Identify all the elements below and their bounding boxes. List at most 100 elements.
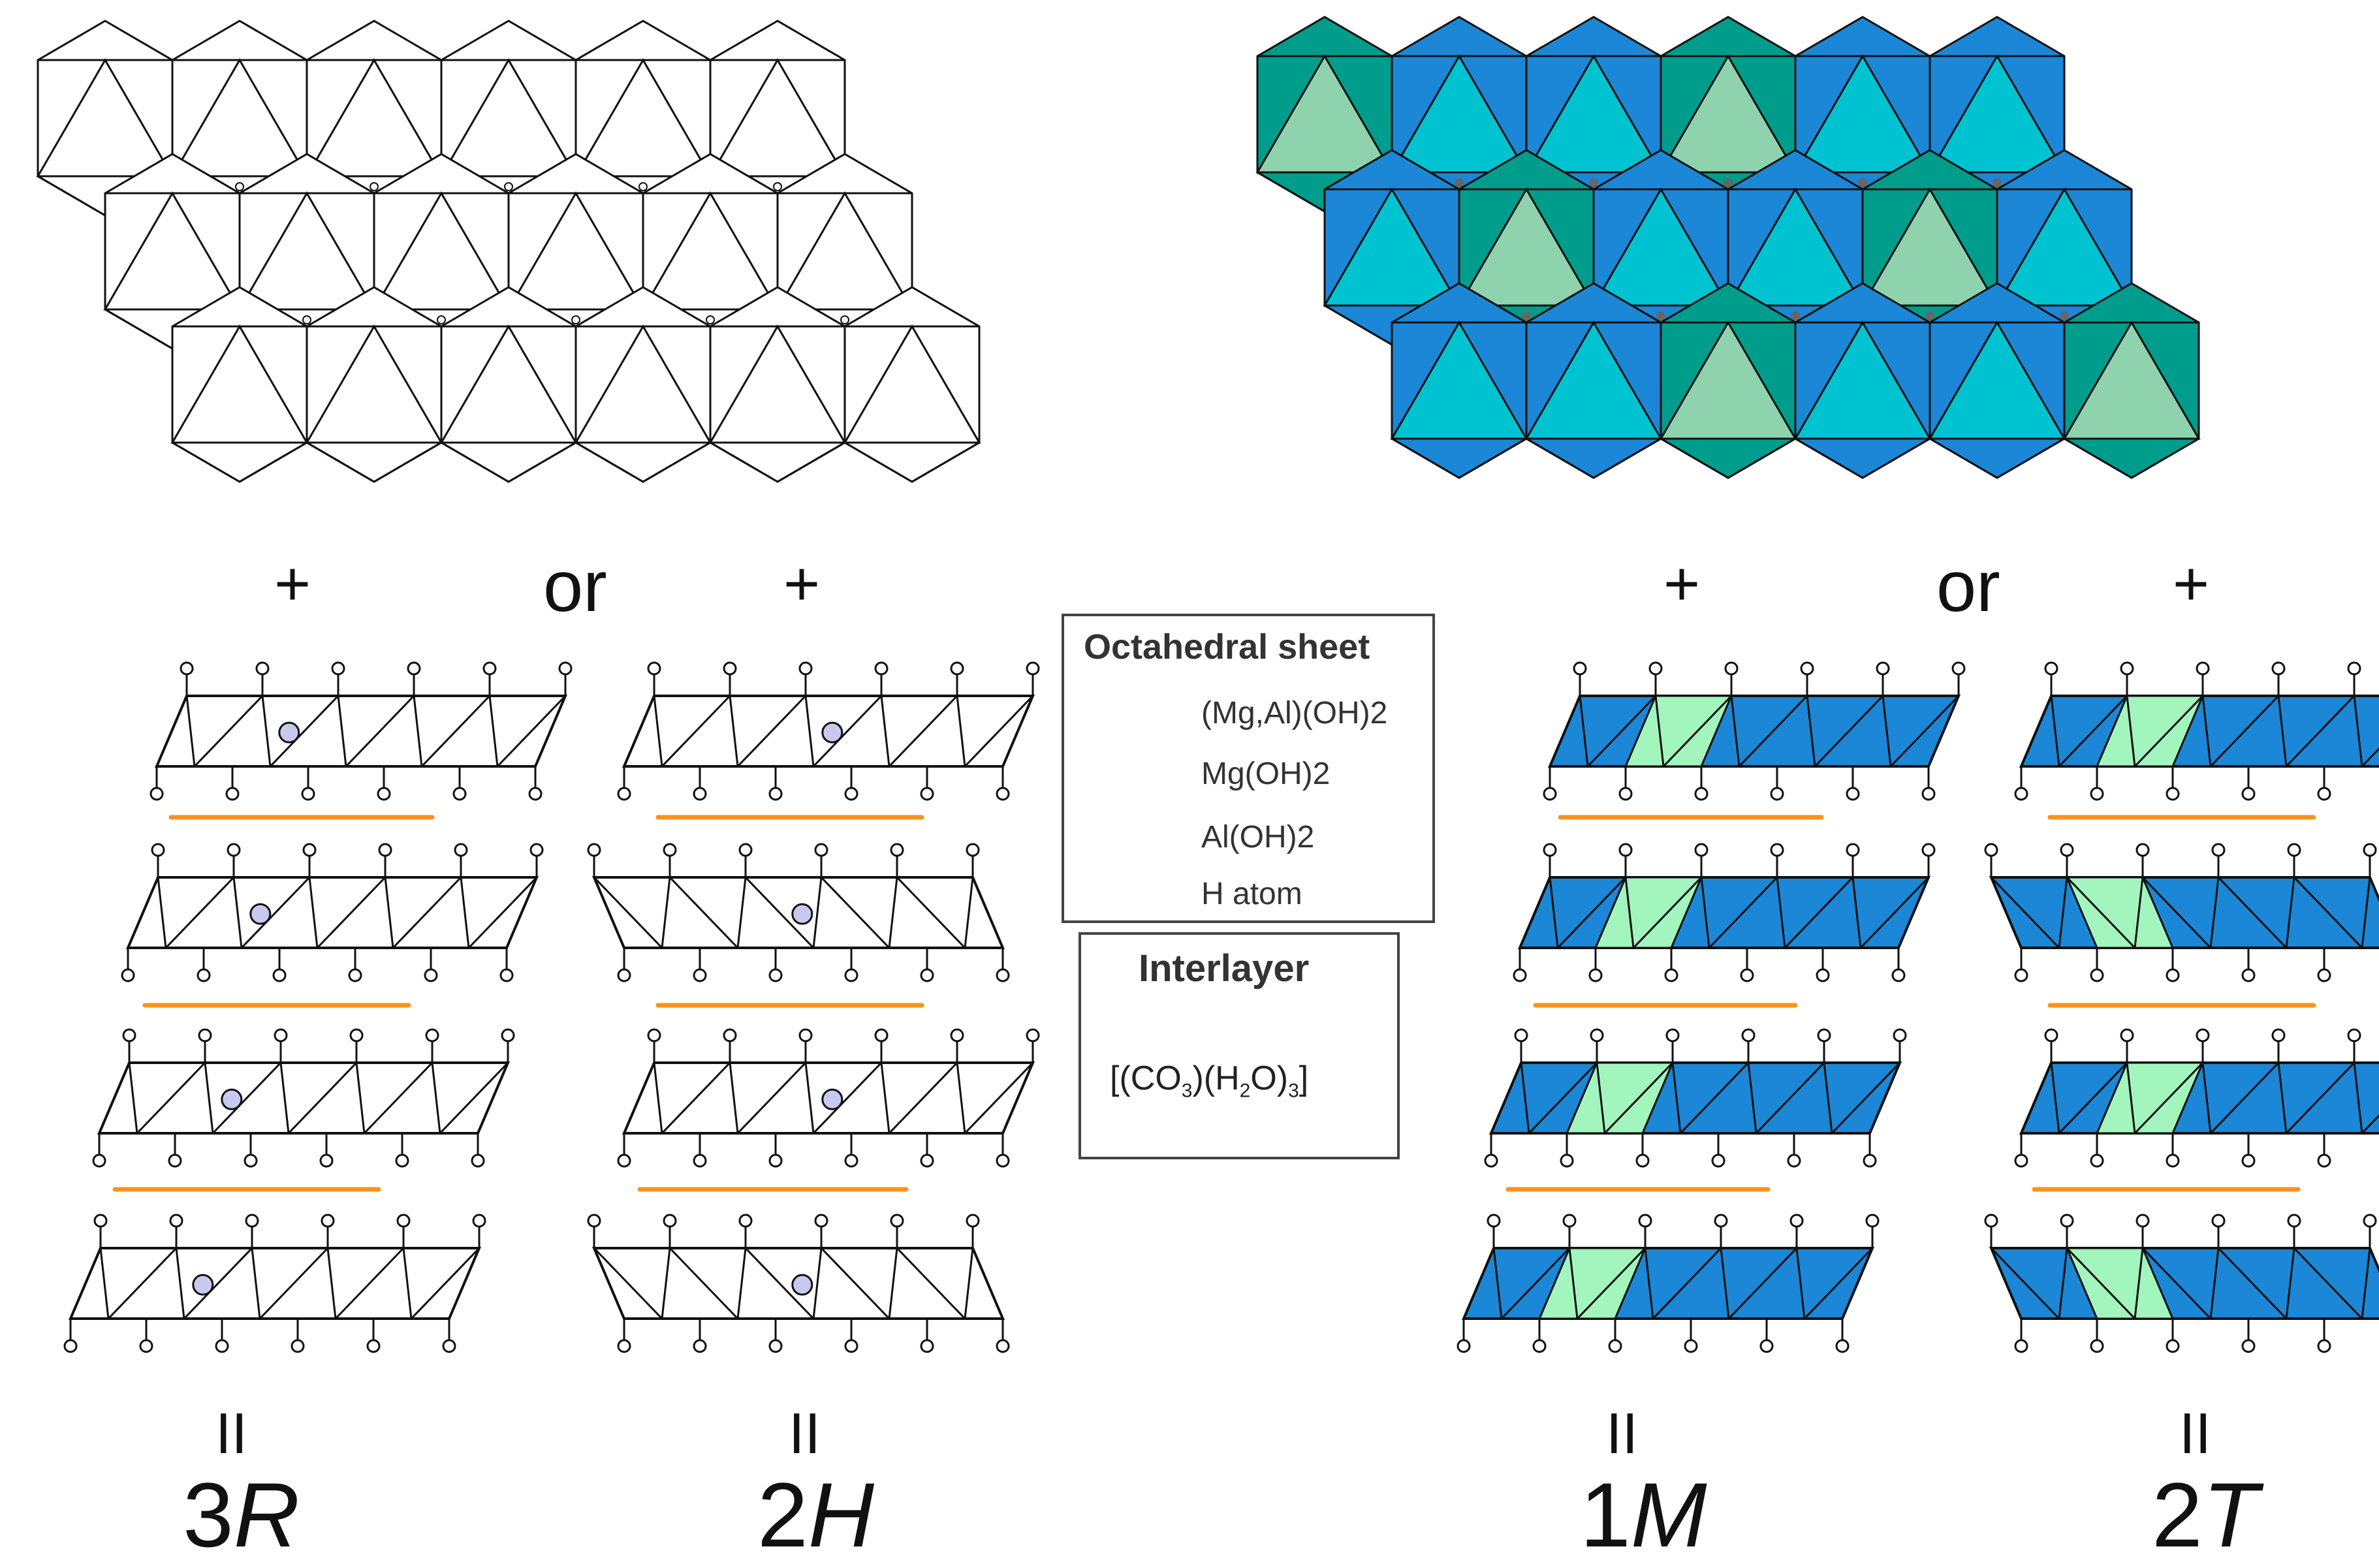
oh-atom — [93, 1214, 108, 1228]
octahedron-face — [2062, 321, 2201, 440]
layer-edge — [165, 876, 235, 949]
layer-edge — [2217, 876, 2288, 949]
oh-atom — [215, 1339, 229, 1353]
octahedron — [170, 286, 309, 483]
layer-edge — [661, 695, 731, 768]
oh-atom — [844, 787, 859, 801]
layer-edge — [431, 1062, 441, 1134]
oh-atom — [587, 1214, 601, 1228]
layer-edge — [964, 877, 974, 949]
layer-edge — [956, 1062, 966, 1134]
legend-item-h-label: H atom — [1201, 877, 1302, 911]
layer-edge — [2285, 877, 2295, 949]
layer-edge — [812, 1061, 883, 1135]
layer-edge — [812, 1247, 823, 1319]
layer-edge — [2209, 877, 2220, 949]
layer-edge — [2134, 877, 2144, 949]
oh-atom — [1487, 1214, 1501, 1228]
layer-edge — [439, 1061, 509, 1135]
oh-atom — [1951, 661, 1966, 676]
layer-edge — [661, 1061, 731, 1135]
octahedron-face — [1659, 54, 1797, 174]
layer-edge — [1679, 1061, 1750, 1135]
h-atom-dot — [571, 315, 580, 324]
oh-atom — [2363, 843, 2377, 857]
legend-octahedral-title: Octahedral sheet — [1084, 627, 1370, 666]
h-atom-dot — [840, 315, 849, 324]
layer-edge — [729, 1062, 739, 1134]
layer-edge — [804, 1062, 815, 1134]
oh-atom — [198, 1028, 212, 1043]
oh-atom — [452, 787, 467, 801]
cation-circle — [249, 903, 272, 925]
oh-atom — [1665, 1028, 1680, 1043]
oh-atom — [1694, 843, 1709, 857]
layer-edge — [744, 876, 815, 949]
oh-atom — [920, 1153, 934, 1168]
plus-sign-3r: + — [274, 549, 311, 619]
h-atom-dot — [1858, 178, 1867, 187]
3r-layer — [150, 661, 573, 801]
2t-layer — [2014, 661, 2379, 801]
oh-atom — [1921, 787, 1936, 801]
layer-edge — [460, 877, 470, 949]
oh-atom — [1816, 968, 1830, 982]
2t-layer — [1984, 843, 2379, 982]
layer-edge — [392, 876, 462, 949]
layer-edge — [1671, 1062, 1682, 1134]
oh-atom — [844, 968, 859, 982]
oh-atom — [693, 968, 707, 982]
oh-atom — [168, 1153, 182, 1168]
or-label-left: or — [543, 546, 607, 627]
layer-edge — [1859, 876, 1930, 949]
octahedron-edge — [1727, 437, 1796, 479]
octahedron-face — [507, 191, 645, 311]
layer-edge — [1652, 1247, 1722, 1320]
oh-atom — [122, 1028, 136, 1043]
octahedron-face — [1793, 54, 1932, 174]
oh-atom — [425, 1028, 439, 1043]
octahedron-edge — [172, 441, 240, 483]
octahedron-face — [708, 58, 847, 178]
octahedron — [1726, 149, 1865, 346]
oh-atom — [2044, 1028, 2058, 1043]
oh-atom — [693, 787, 707, 801]
layer-edge — [193, 695, 264, 768]
oh-atom — [814, 1214, 828, 1228]
h-atom-dot — [1724, 178, 1733, 187]
layer-edge — [1795, 1247, 1806, 1319]
oh-atom — [2166, 787, 2180, 801]
octahedron-face — [170, 324, 309, 444]
octahedron-face — [1255, 54, 1394, 174]
oh-atom — [1608, 1339, 1622, 1353]
oh-atom — [663, 843, 677, 857]
layer-edge — [964, 1247, 974, 1319]
octahedron-edge — [777, 441, 845, 483]
octahedron — [305, 286, 443, 483]
polytype-label-1m: 1M — [1580, 1464, 1707, 1566]
h-atom-dot — [504, 182, 513, 191]
oh-atom — [693, 1339, 707, 1353]
plus-sign-1m: + — [1663, 549, 1701, 619]
layer-edge — [496, 695, 567, 768]
layer-edge — [812, 695, 883, 768]
oh-atom — [245, 1214, 259, 1228]
layer-edge — [2353, 1062, 2363, 1134]
layer-edge — [212, 1061, 282, 1135]
2h-layer — [617, 661, 1040, 801]
oh-atom — [2120, 661, 2134, 676]
layer-edge — [1549, 877, 1559, 949]
h-atom-dot — [235, 182, 244, 191]
layer-edge — [1632, 876, 1703, 949]
layer-edge — [669, 876, 739, 949]
oh-atom — [966, 1214, 980, 1228]
oh-atom — [723, 661, 737, 676]
oh-atom — [1635, 1153, 1650, 1168]
polytype-label-3r: 3R — [183, 1464, 300, 1566]
layer-edge — [1747, 1062, 1757, 1134]
layer-edge — [1776, 877, 1786, 949]
octahedron-edge — [508, 441, 576, 483]
layer-edge — [1644, 1247, 1654, 1319]
layer-edge — [2201, 1062, 2212, 1134]
plus-sign-2t: + — [2173, 549, 2210, 619]
